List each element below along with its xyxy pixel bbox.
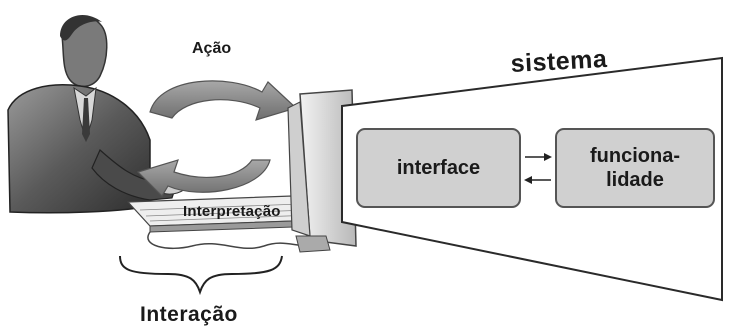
- action-label: Ação: [192, 40, 232, 57]
- interaction-brace: [119, 255, 283, 296]
- interface-box: interface: [356, 128, 521, 208]
- bidirectional-arrows: [524, 153, 552, 184]
- system-label: sistema: [510, 44, 608, 78]
- functionality-box: funciona- lidade: [555, 128, 715, 208]
- interpretation-label: Interpretação: [183, 203, 281, 220]
- cycle-arrow-icon: [136, 80, 298, 197]
- interaction-label: Interação: [140, 303, 238, 326]
